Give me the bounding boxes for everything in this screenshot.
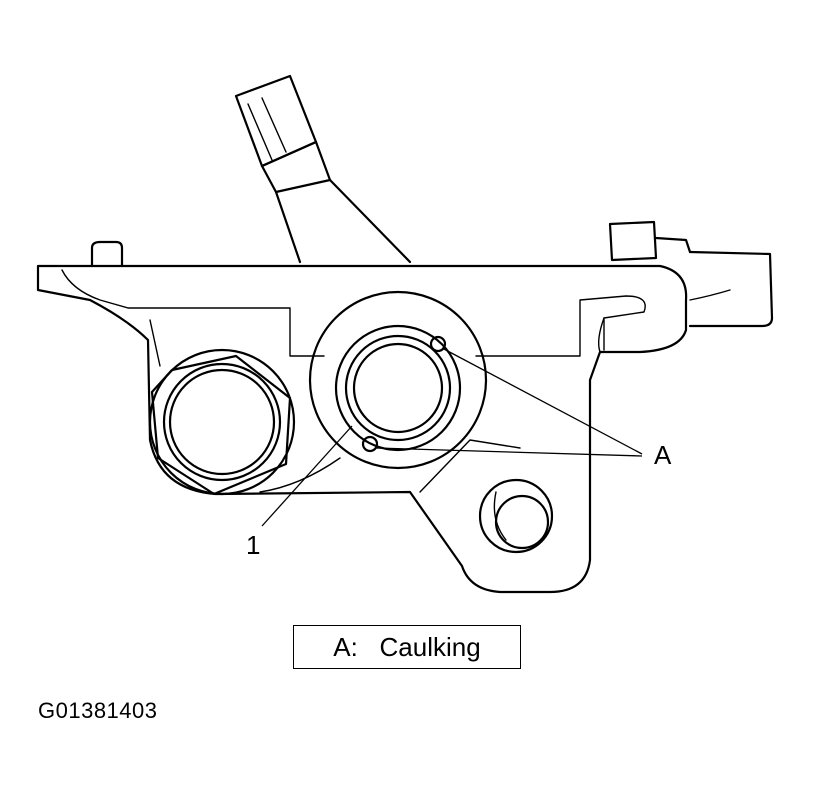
mounting-boss: [478, 478, 554, 554]
leader-line-a-upper: [441, 347, 643, 455]
bracket-body: [36, 264, 688, 594]
hex-nut-left: [148, 348, 296, 496]
leader-line-1: [261, 425, 353, 527]
callout-label-1: 1: [246, 530, 261, 560]
leader-lines: [261, 347, 643, 527]
callout-label-a: A: [654, 440, 672, 470]
caulking-point-upper: [429, 335, 447, 353]
top-left-tab: [90, 240, 124, 268]
legend-box: A: Caulking: [293, 625, 521, 669]
legend-key: A:: [333, 631, 358, 662]
legend-description: Caulking: [379, 631, 481, 662]
figure-code: G01381403: [38, 698, 158, 723]
leader-line-a-lower: [375, 447, 643, 457]
caulked-fitting: [308, 290, 488, 470]
caulking-point-lower: [361, 435, 379, 453]
lever-arm: [234, 74, 412, 264]
legend-separator: [358, 632, 380, 663]
connector-block: [608, 220, 774, 328]
